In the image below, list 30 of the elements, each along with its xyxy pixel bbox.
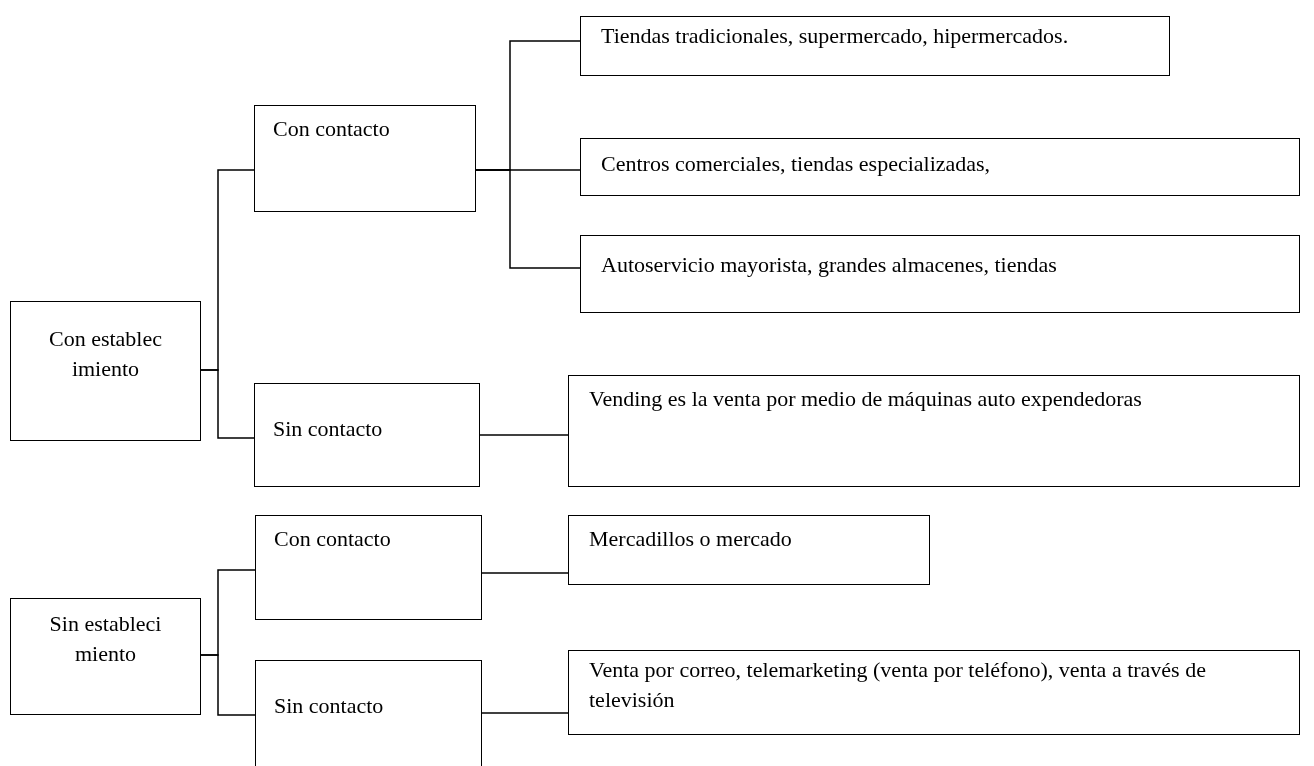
box-text: Autoservicio mayorista, grandes almacenes, tiendas [601, 251, 1058, 279]
connector-line [200, 369, 255, 439]
category-box [568, 515, 930, 585]
category-box [568, 650, 1300, 735]
category-box [580, 138, 1300, 196]
box-text: Centros comerciales, tiendas especializadas, [601, 150, 992, 178]
box-text: Tiendas tradicionales, supermercado, hipermercados. [601, 22, 1070, 50]
connector-line [481, 712, 569, 714]
connector-line [475, 169, 581, 269]
connector-line [479, 434, 569, 436]
box-text: Venta por correo, telemarketing (venta por teléfono), venta a través de televisión [589, 656, 1207, 714]
category-box [255, 515, 482, 620]
box-text: Vending es la venta por medio de máquinas auto expendedoras [589, 385, 1143, 413]
connector-line [481, 572, 569, 574]
category-box [254, 383, 480, 487]
box-text: Con contacto [274, 525, 392, 553]
box-text: Sin establecimiento [48, 610, 163, 668]
box-text: Con establecimiento [48, 325, 163, 383]
box-text: Mercadillos o mercado [589, 525, 793, 553]
box-text: Con contacto [273, 115, 391, 143]
category-box [568, 375, 1300, 487]
category-box [580, 16, 1170, 76]
category-box [580, 235, 1300, 313]
category-box [255, 660, 482, 766]
category-box [10, 598, 201, 715]
box-text: Sin contacto [273, 415, 384, 443]
category-box [254, 105, 476, 212]
category-box [10, 301, 201, 441]
box-text: Sin contacto [274, 692, 385, 720]
connector-line [200, 654, 256, 716]
